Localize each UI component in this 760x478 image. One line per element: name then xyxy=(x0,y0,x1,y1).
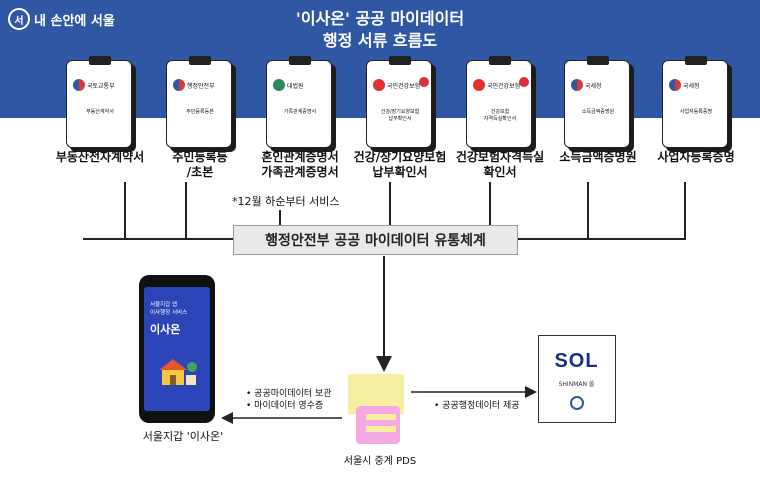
org-logo: 행정안전부 xyxy=(173,79,227,91)
connector-drop xyxy=(124,182,126,240)
org-emblem-icon xyxy=(173,79,185,91)
document-label: 소득금액증명원 xyxy=(559,150,637,164)
connector-to-pds xyxy=(383,256,385,366)
org-logo: 국민건강보험 xyxy=(373,79,427,91)
clip-icon xyxy=(89,56,111,65)
mydata-system-box: 행정안전부 공공 마이데이터 유통체계 xyxy=(233,225,518,255)
org-emblem-icon xyxy=(273,79,285,91)
bullet-item: 공공행정데이터 제공 xyxy=(434,400,519,412)
org-name: 국민건강보험 xyxy=(387,82,421,90)
left-bullets: 공공마이데이터 보관 마이데이터 영수증 xyxy=(246,388,332,412)
document-text: 가족관계증명서 xyxy=(283,109,317,115)
sol-emblem-icon xyxy=(570,396,584,410)
phone-app-name: 이사온 xyxy=(150,323,181,336)
document-text: 주민등록등본 xyxy=(186,109,214,115)
document-label: 건강보험자격득실 확인서 xyxy=(455,150,545,179)
org-logo: 국세청 xyxy=(669,79,723,91)
document-label: 주민등록등 /초본 xyxy=(172,150,228,179)
title-line-1: '이사온' 공공 마이데이터 xyxy=(295,9,465,28)
house-illustration-icon xyxy=(159,359,197,385)
org-emblem-icon xyxy=(571,79,583,91)
phone-device: 서울지갑 앱 이사행정 서비스 이사온 xyxy=(139,275,215,423)
org-logo: 국민건강보험 xyxy=(473,79,527,91)
clip-icon xyxy=(489,56,511,65)
org-name: 대법원 xyxy=(287,82,304,90)
document-text: 건강보험 자격득실확인서 xyxy=(483,109,517,122)
org-name: 국세청 xyxy=(683,82,700,90)
org-name: 국토교통부 xyxy=(87,82,115,90)
org-logo: 국토교통부 xyxy=(73,79,127,91)
connector-drop xyxy=(684,182,686,240)
connector-drop xyxy=(185,182,187,240)
pds-label: 서울시 중계 PDS xyxy=(343,456,417,467)
connector-drop xyxy=(587,182,589,240)
sol-logo-text: SOL xyxy=(554,350,599,372)
org-name: 국세청 xyxy=(585,82,602,90)
clip-icon xyxy=(685,56,707,65)
document-label: 건강/장기요양보험 납부확인서 xyxy=(353,150,447,179)
brand: 서 내 손안에 서울 xyxy=(8,8,115,30)
document-label: 부동산전자계약서 xyxy=(55,150,145,164)
clip-icon xyxy=(189,56,211,65)
document-text: 소득금액증명원 xyxy=(581,109,615,115)
seoul-logo-icon: 서 xyxy=(8,8,30,30)
document-text: 부동산계약서 xyxy=(86,109,114,115)
page-title: '이사온' 공공 마이데이터 행정 서류 흐름도 xyxy=(0,8,760,52)
seal-icon xyxy=(419,77,429,87)
right-bullets: 공공행정데이터 제공 xyxy=(434,400,519,412)
bullet-item: 마이데이터 영수증 xyxy=(246,400,332,412)
brand-text: 내 손안에 서울 xyxy=(34,13,115,29)
org-name: 행정안전부 xyxy=(187,82,215,90)
org-name: 국민건강보험 xyxy=(487,82,521,90)
clip-icon xyxy=(289,56,311,65)
seal-icon xyxy=(519,77,529,87)
connector-drop xyxy=(489,182,491,240)
org-emblem-icon xyxy=(373,79,385,91)
title-line-2: 행정 서류 흐름도 xyxy=(322,31,438,50)
pds-icon xyxy=(348,374,404,444)
org-emblem-icon xyxy=(73,79,85,91)
clip-icon xyxy=(587,56,609,65)
document-label: 혼인관계증명서 가족관계증명서 xyxy=(261,150,339,179)
shinhan-sol-box: SOL SHINMAN 쏠 xyxy=(538,335,616,423)
bullet-item: 공공마이데이터 보관 xyxy=(246,388,331,400)
phone-screen: 서울지갑 앱 이사행정 서비스 이사온 xyxy=(144,287,210,411)
service-note: *12월 하순부터 서비스 xyxy=(228,192,344,210)
document-label: 사업자등록증명 xyxy=(657,150,735,164)
phone-label: 서울지갑 '이사온' xyxy=(142,430,224,443)
document-text: 사업자등록증명 xyxy=(679,109,713,115)
org-emblem-icon xyxy=(669,79,681,91)
phone-subtitle: 서울지갑 앱 이사행정 서비스 xyxy=(150,302,188,316)
org-logo: 국세청 xyxy=(571,79,625,91)
document-text: 건강/장기요양보험 납부확인서 xyxy=(380,109,420,122)
connector-drop xyxy=(389,182,391,240)
org-emblem-icon xyxy=(473,79,485,91)
org-logo: 대법원 xyxy=(273,79,327,91)
clip-icon xyxy=(389,56,411,65)
sol-subtitle: SHINMAN 쏠 xyxy=(558,381,595,388)
